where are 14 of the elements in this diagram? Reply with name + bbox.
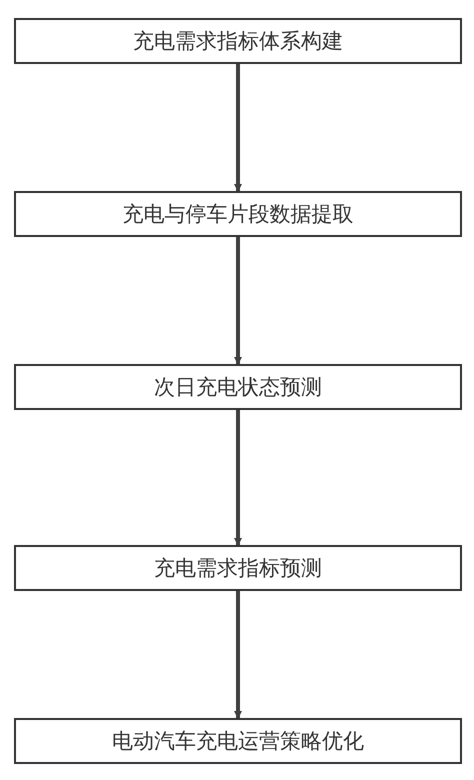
arrow [234, 237, 242, 365]
step-label: 电动汽车充电运营策略优化 [112, 728, 364, 755]
step-label: 充电与停车片段数据提取 [122, 201, 354, 228]
arrow [234, 64, 242, 192]
process-box [14, 18, 462, 64]
step-label: 充电需求指标体系构建 [133, 28, 343, 55]
process-box [14, 364, 462, 410]
step-label: 充电需求指标预测 [154, 555, 322, 582]
process-box [14, 545, 462, 591]
arrow [234, 591, 242, 719]
process-box [14, 718, 462, 764]
step-label: 次日充电状态预测 [154, 374, 322, 401]
arrow [234, 410, 242, 546]
process-box [14, 191, 462, 237]
